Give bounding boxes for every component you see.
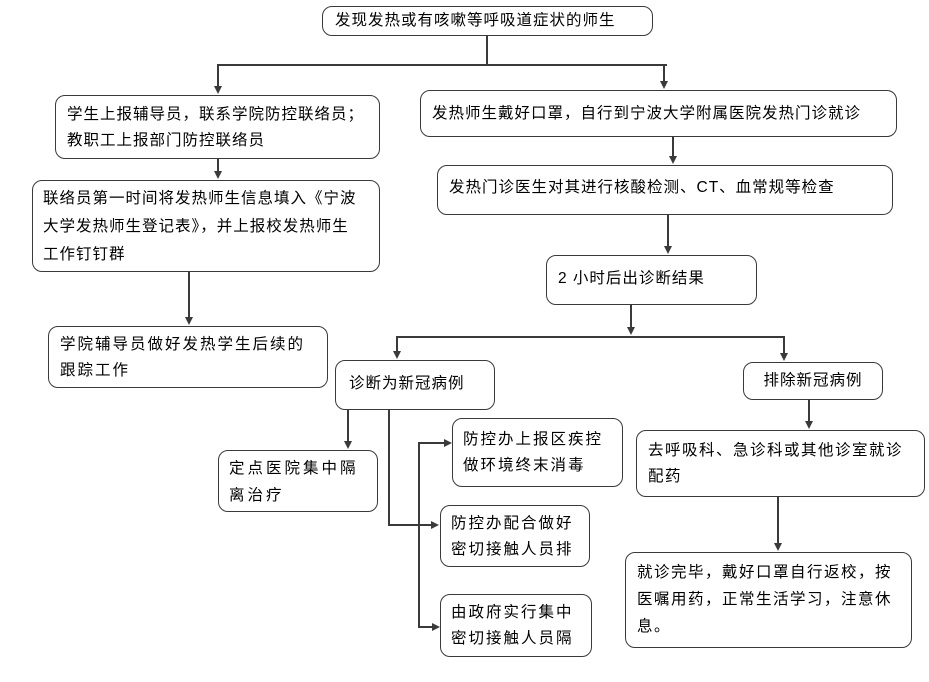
arrow-to-contact [388, 524, 431, 526]
node-respiratory: 去呼吸科、急诊科或其他诊室就诊 配药 [636, 430, 925, 497]
node-tests: 发热门诊医生对其进行核酸检测、CT、血常规等检查 [437, 165, 893, 215]
arrow-to-diagnosed [396, 336, 398, 351]
node-government: 由政府实行集中 密切接触人员隔 [440, 594, 592, 657]
arrow-to-report [217, 64, 219, 86]
arrow-tests-result [667, 215, 669, 246]
node-return: 就诊完毕，戴好口罩自行返校，按 医嘱用药，正常生活学习，注意休 息。 [625, 552, 912, 648]
node-clinic: 发热师生戴好口罩，自行到宁波大学附属医院发热门诊就诊 [420, 90, 897, 137]
arrow-to-government [418, 626, 432, 628]
arrow-clinic-tests [672, 137, 674, 156]
node-start: 发现发热或有咳嗽等呼吸道症状的师生 [322, 6, 653, 36]
node-report: 学生上报辅导员，联系学院防控联络员； 教职工上报部门防控联络员 [55, 95, 380, 159]
node-register: 联络员第一时间将发热师生信息填入《宁波 大学发热师生登记表》，并上报校发热师生 … [32, 180, 380, 272]
arrow-register-followup [188, 272, 190, 317]
node-diagnosed: 诊断为新冠病例 [335, 360, 495, 410]
connector-branch-stem [418, 443, 420, 627]
connector-top-split [217, 64, 667, 66]
connector-result-split [396, 336, 783, 338]
node-excluded: 排除新冠病例 [743, 362, 883, 400]
arrow-report-register [217, 159, 219, 171]
node-hospital: 定点医院集中隔 离治疗 [218, 450, 378, 512]
arrow-to-cdc [418, 442, 444, 444]
connector-diagnosed-stem [388, 410, 390, 525]
node-followup: 学院辅导员做好发热学生后续的 跟踪工作 [48, 326, 328, 388]
node-contact: 防控办配合做好 密切接触人员排 [440, 505, 590, 567]
node-cdc: 防控办上报区疾控 做环境终末消毒 [452, 418, 623, 487]
arrow-respiratory-return [777, 497, 779, 543]
connector-start-stem [486, 36, 488, 64]
node-result: 2 小时后出诊断结果 [546, 255, 757, 305]
arrow-excluded-respiratory [808, 399, 810, 421]
arrow-to-clinic [663, 64, 665, 81]
arrow-result-split [630, 305, 632, 327]
arrow-diagnosed-hospital [347, 410, 349, 441]
arrow-to-excluded [783, 336, 785, 353]
